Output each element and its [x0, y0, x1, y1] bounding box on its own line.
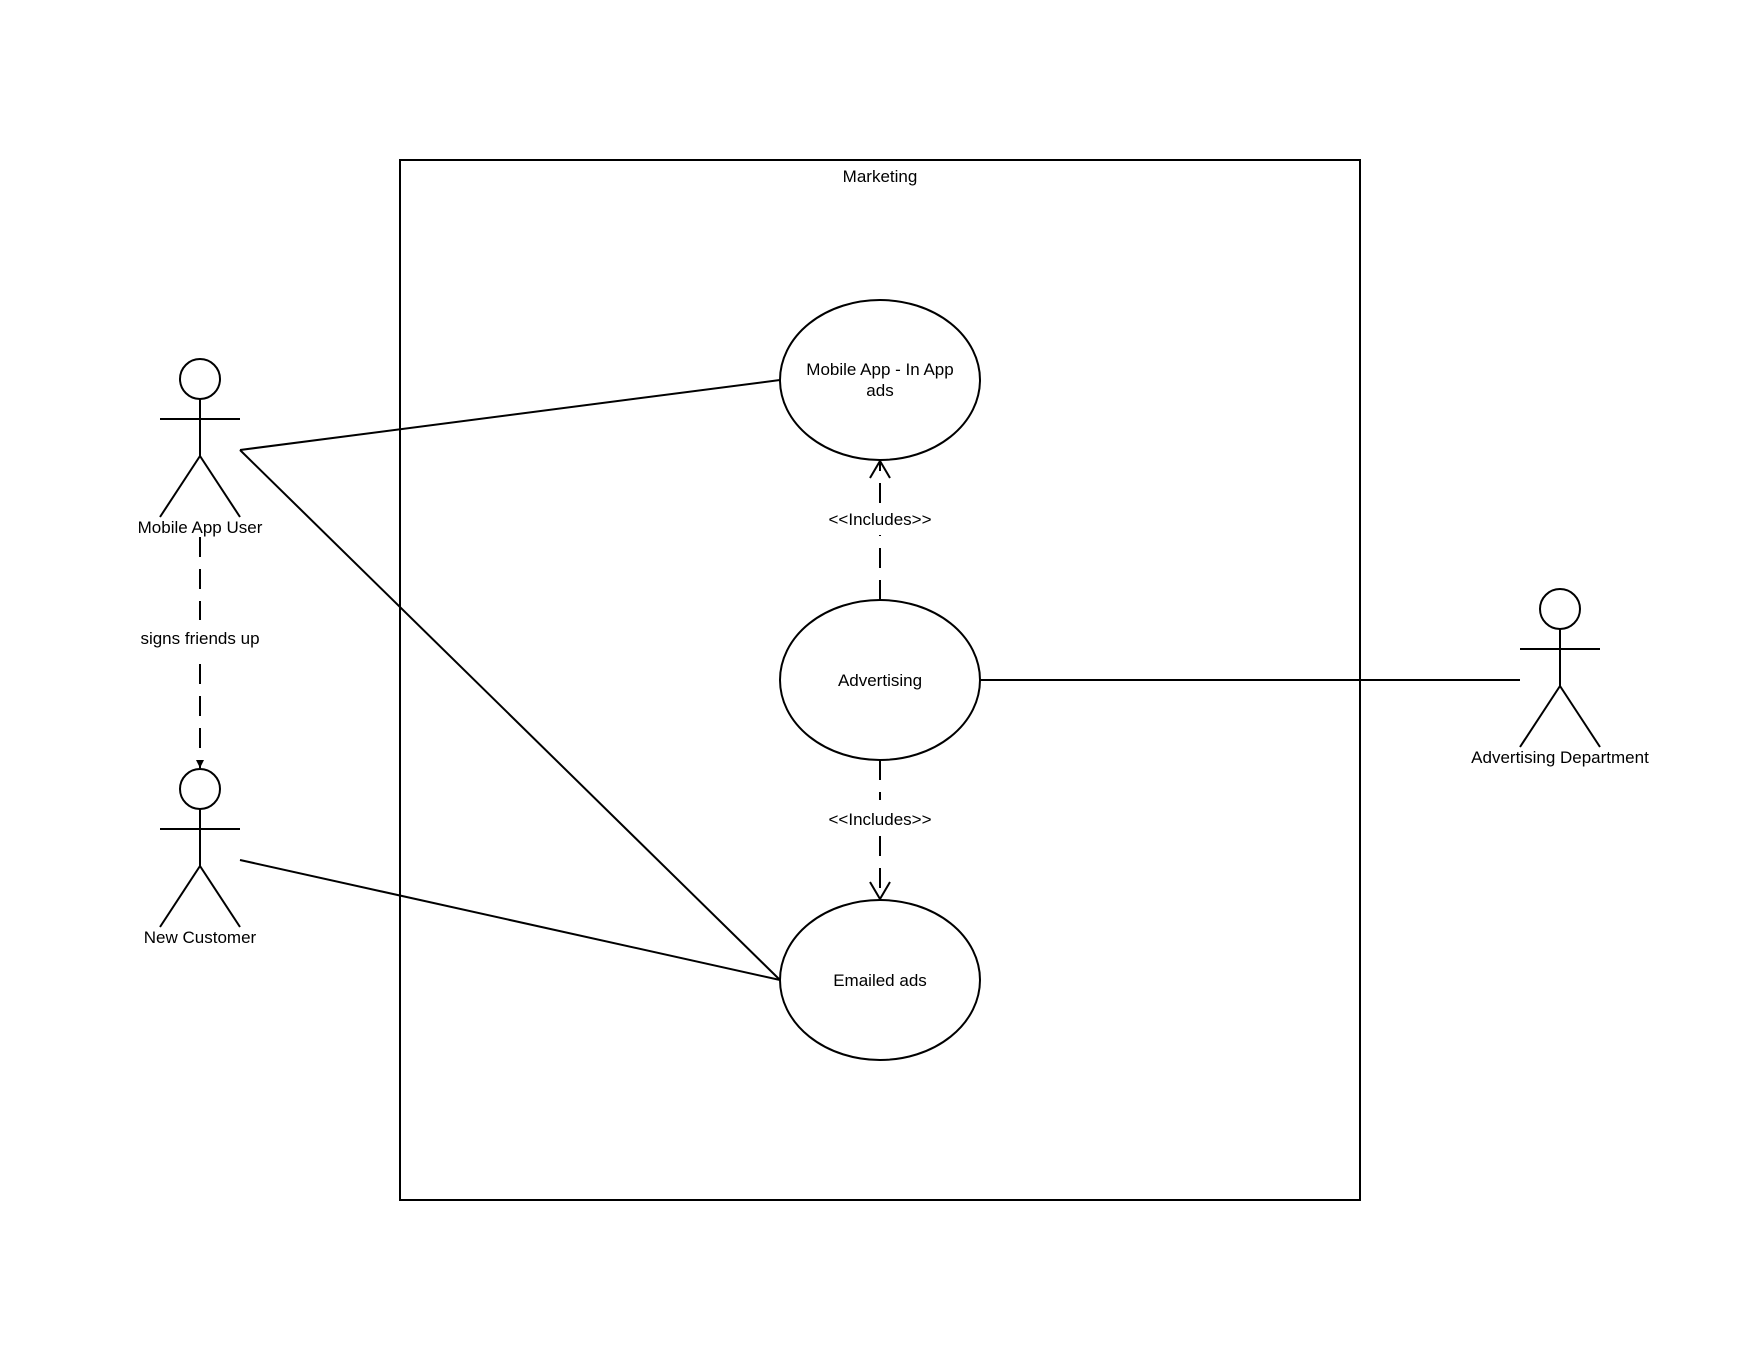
use-case-advertising[interactable]: Advertising — [779, 599, 981, 761]
include-label-bottom: <<Includes>> — [828, 810, 931, 829]
use-case-emailed-ads[interactable]: Emailed ads — [779, 899, 981, 1061]
association-newcustomer-emailed[interactable] — [239, 859, 781, 981]
system-boundary-label: Marketing — [843, 167, 918, 186]
use-case-ellipse — [779, 299, 981, 461]
actor-new-customer[interactable]: New Customer — [144, 768, 257, 947]
include-label-top: <<Includes>> — [828, 510, 931, 529]
include-advertising-emailed[interactable] — [869, 760, 891, 901]
actor-label: Advertising Department — [1471, 748, 1649, 767]
actor-mobile-app-user[interactable]: Mobile App User — [138, 358, 263, 537]
stick-figure-icon — [159, 358, 241, 518]
association-user-inapp[interactable] — [239, 379, 781, 451]
use-case-ellipse — [779, 599, 981, 761]
actor-label: New Customer — [144, 928, 257, 947]
actor-advertising-department[interactable]: Advertising Department — [1471, 588, 1649, 767]
use-case-label-line-1: Mobile App - In App — [806, 360, 953, 379]
use-case-label-line-2: ads — [866, 381, 893, 400]
stick-figure-icon — [159, 768, 241, 928]
actor-label: Mobile App User — [138, 518, 263, 537]
dependency-label: signs friends up — [140, 629, 259, 648]
include-advertising-inapp[interactable] — [869, 459, 891, 600]
use-case-mobile-app-in-app-ads[interactable]: Mobile App - In App ads — [779, 299, 981, 461]
use-case-label: Advertising — [838, 671, 922, 690]
use-case-ellipse — [779, 899, 981, 1061]
stick-figure-icon — [1519, 588, 1601, 748]
association-user-emailed[interactable] — [239, 449, 781, 981]
use-case-label: Emailed ads — [833, 971, 927, 990]
